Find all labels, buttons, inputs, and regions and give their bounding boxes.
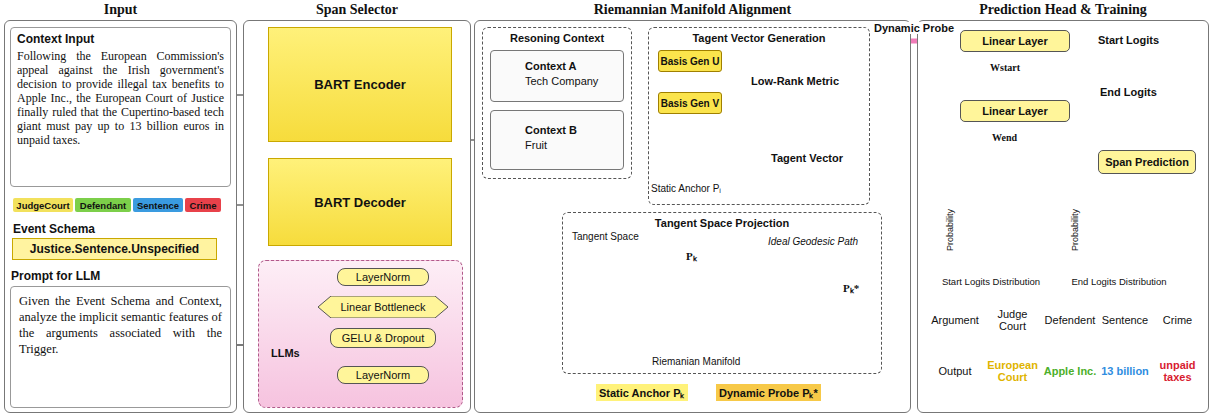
text-label: Dynamic Probe Pₖ*: [716, 384, 821, 401]
text-label: Tangent Space: [572, 231, 639, 242]
node-title: Linear Bottleneck: [341, 301, 426, 313]
text-label: Wend: [992, 132, 1017, 143]
text-label: Sentence: [1101, 297, 1149, 343]
group-box: Prompt for LLMGiven the Event Schema and…: [10, 286, 231, 408]
node-title: BART Encoder: [314, 77, 406, 92]
process-box: Event SchemaJustice.Sentence.Unspecified: [12, 238, 217, 260]
group-box: Span SelectorBART EncoderBART DecoderLLM…: [243, 20, 471, 413]
node-text: Tech Company: [525, 75, 623, 87]
node-text: Given the Event Schema and Context, anal…: [19, 293, 222, 357]
node-title: Basis Gen U: [661, 56, 720, 67]
text-label: Apple Inc.: [1041, 345, 1099, 397]
group-box: Prediction Head & TrainingLinear LayerLi…: [917, 20, 1209, 413]
process-box: Linear Layer: [960, 100, 1070, 122]
text-label: Argument: [926, 297, 984, 343]
text-label: Probability: [944, 205, 956, 255]
process-box: Span Prediction: [1098, 150, 1196, 174]
node-title: Context Input: [17, 32, 224, 46]
text-label: Static Anchor Pᵢ: [651, 183, 721, 194]
text-label: End Logits: [1100, 86, 1157, 98]
node-title: Span Selector: [244, 2, 470, 18]
text-label: unpaid taxes: [1151, 345, 1204, 397]
node-title: Basis Gen V: [661, 98, 719, 109]
node-title: Tagent Vector Generation: [649, 32, 869, 44]
text-label: European Court: [986, 345, 1039, 397]
node-title: Input: [5, 2, 236, 18]
text-label: Defendent: [1041, 297, 1099, 343]
process-box: Sentence: [133, 198, 183, 212]
process-box: JudgeCourt: [13, 198, 73, 212]
text-label: Output: [926, 345, 984, 397]
group-box: Context B Fruit: [490, 110, 624, 170]
text-label: Ideal Geodesic Path: [768, 236, 858, 247]
edge-label: Dynamic Probe: [872, 22, 956, 34]
node-text: Following the European Commission's appe…: [17, 49, 224, 147]
node-title: BART Decoder: [314, 195, 406, 210]
process-box: LayerNorm: [337, 268, 429, 286]
node-title: LayerNorm: [356, 369, 410, 381]
group-box: Riemannian Manifold AlignmentResoning Co…: [474, 20, 911, 413]
group-box: LLMsLayerNormLinear BottleneckGELU & Dro…: [258, 260, 463, 408]
node-title: Linear Layer: [982, 35, 1047, 47]
node-title: Tangent Space Projection: [563, 217, 881, 229]
text-label: End Logits Distribution: [1063, 274, 1175, 288]
process-box: Defendant: [75, 198, 131, 212]
process-box: Linear Bottleneck: [318, 296, 448, 318]
text-label: Tagent Vector: [771, 152, 843, 164]
process-box: Linear Layer: [960, 30, 1070, 52]
node-title: GELU & Dropout: [342, 332, 425, 344]
text-label: Pₖ*: [843, 280, 859, 295]
text-label: Start Logits: [1098, 34, 1159, 46]
node-title: JudgeCourt: [16, 200, 69, 211]
node-title: Linear Layer: [982, 105, 1047, 117]
process-box: LayerNorm: [337, 366, 429, 384]
text-label: Crime: [1151, 297, 1204, 343]
process-box: BART Decoder: [268, 158, 452, 246]
node-title: LayerNorm: [356, 271, 410, 283]
node-title: Context B: [525, 124, 623, 136]
text-label: 13 billion: [1101, 345, 1149, 397]
group-box: InputContext InputFollowing the European…: [4, 20, 237, 413]
text-label: Wstart: [990, 62, 1020, 73]
node-title: Crime: [190, 200, 217, 211]
text-label: Start Logits Distribution: [935, 274, 1047, 288]
group-box: Context InputFollowing the European Comm…: [10, 27, 231, 187]
process-box: Basis Gen V: [658, 92, 722, 114]
text-label: Judge Court: [986, 297, 1039, 343]
text-label: Pₖ: [686, 248, 697, 263]
text-label: Riemanian Manifold: [650, 356, 742, 367]
node-title: Context A: [525, 60, 623, 72]
group-box: Tagent Vector GenerationBasis Gen U Basis…: [648, 27, 870, 205]
process-box: Basis Gen U: [658, 50, 722, 72]
node-title: Riemannian Manifold Alignment: [475, 2, 910, 18]
node-title: Span Prediction: [1105, 156, 1189, 168]
node-title: Prompt for LLM: [11, 269, 100, 283]
process-box: BART Encoder: [268, 27, 452, 142]
node-text: Justice.Sentence.Unspecified: [30, 242, 199, 256]
text-label: Static Anchor Pₖ: [596, 384, 688, 401]
node-text: Fruit: [525, 139, 623, 151]
node-title: Sentence: [137, 200, 179, 211]
text-label: Probability: [1069, 205, 1081, 255]
process-box: GELU & Dropout: [330, 328, 436, 348]
node-title: Prediction Head & Training: [918, 2, 1208, 18]
group-box: Context A Tech Company: [490, 50, 624, 102]
group-box: Resoning ContextContext ATech CompanyCon…: [482, 27, 632, 179]
node-title: Defendant: [80, 200, 126, 211]
process-box: Crime: [185, 198, 221, 212]
node-title: Resoning Context: [483, 32, 631, 44]
node-title: LLMs: [271, 347, 300, 359]
text-label: Low-Rank Metric: [751, 75, 839, 87]
node-title: Event Schema: [13, 222, 95, 236]
